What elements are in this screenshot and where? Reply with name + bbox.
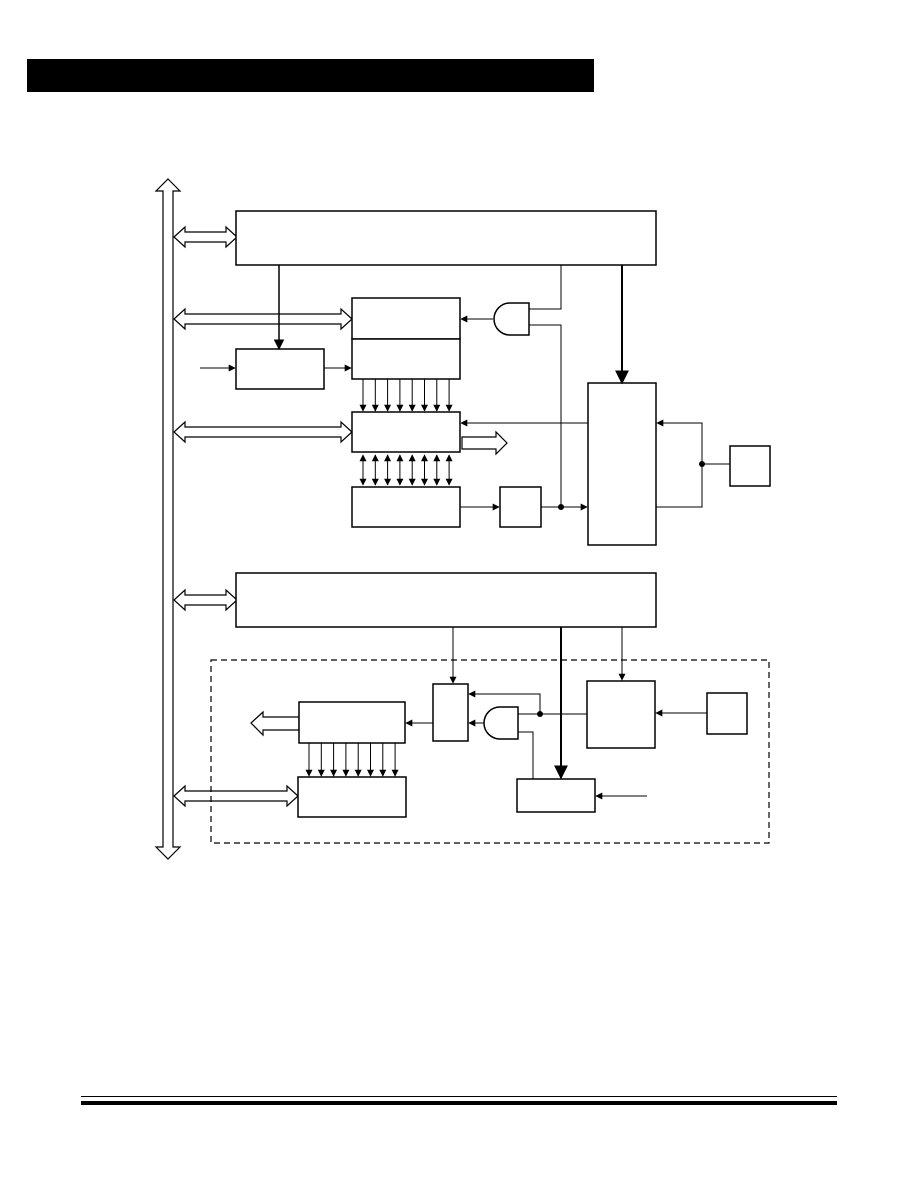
clock-source-block <box>706 692 748 735</box>
timer-block <box>587 382 657 546</box>
prescaler-block <box>516 778 596 813</box>
control-block <box>235 348 325 390</box>
footer-rule-thin <box>81 1096 837 1097</box>
bus-link-upper-latch <box>173 307 353 331</box>
data-bus-arrow <box>154 178 182 860</box>
signal-line <box>656 419 703 464</box>
data-register-block <box>351 411 461 453</box>
signal-line <box>529 265 562 310</box>
output-register-block <box>297 776 407 818</box>
signal-wires <box>200 265 730 800</box>
lower-output-arrow <box>250 710 300 737</box>
bus-link-second-register <box>173 588 238 612</box>
output-latch-block <box>298 701 406 744</box>
bus-link-data-register <box>173 420 353 444</box>
upper-and-gate <box>493 302 530 336</box>
bus-link-lower-block <box>173 784 299 808</box>
upper-latch-block <box>351 297 461 340</box>
lower-and-gate <box>483 706 519 740</box>
signal-line <box>529 324 562 507</box>
signal-line <box>468 690 541 714</box>
signal-line <box>518 731 534 779</box>
top-register-block <box>235 210 657 266</box>
oscillator-block <box>729 445 771 487</box>
buffer-block <box>351 486 461 528</box>
bus-link-top-register <box>173 225 238 249</box>
signal-line <box>656 464 703 508</box>
counter-block <box>586 680 656 749</box>
flag-block <box>432 683 469 742</box>
footer-rule-thick <box>81 1101 837 1105</box>
peripheral-boundary <box>210 659 770 844</box>
data-output-arrow <box>461 430 508 456</box>
header-bar <box>27 59 594 92</box>
second-register-block <box>235 572 657 628</box>
lower-latch-block <box>351 338 461 380</box>
small-logic-block <box>499 486 542 528</box>
